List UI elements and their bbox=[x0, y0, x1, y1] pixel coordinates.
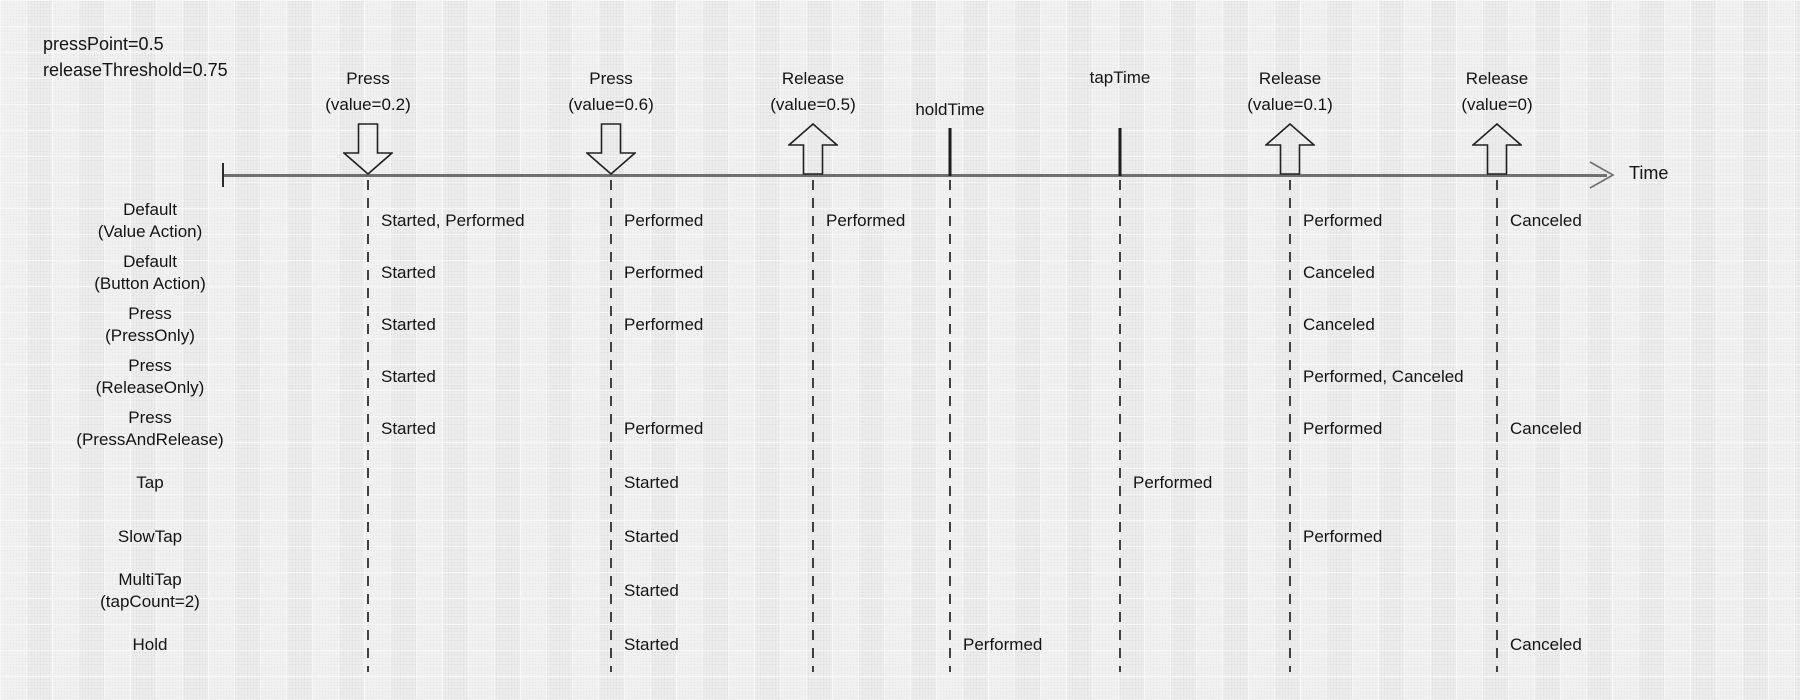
column-label-line: tapTime bbox=[1089, 68, 1151, 87]
row-label-line: MultiTap bbox=[118, 570, 182, 589]
event-press-press-and-release-press-value-0-6: Performed bbox=[624, 419, 704, 438]
down-arrow-icon bbox=[341, 123, 395, 180]
row-label-default-button-action: Default (Button Action) bbox=[30, 251, 270, 295]
column-label-line: Release bbox=[1258, 69, 1322, 88]
event-press-press-and-release-release-value-0-1: Performed bbox=[1303, 419, 1383, 438]
row-label-default-value-action: Default (Value Action) bbox=[30, 199, 270, 243]
event-hold-press-value-0-6: Started bbox=[624, 635, 679, 654]
row-label-line: (Button Action) bbox=[94, 274, 206, 293]
event-slow-tap-press-value-0-6: Started bbox=[624, 527, 679, 546]
event-press-press-and-release-release-value-0: Canceled bbox=[1510, 419, 1582, 438]
press-point-text: pressPoint=0.5 bbox=[43, 34, 164, 54]
event-default-button-action-release-value-0-1: Canceled bbox=[1303, 263, 1375, 282]
column-label-hold-time: holdTime bbox=[915, 97, 984, 123]
event-press-press-only-press-value-0-2: Started bbox=[381, 315, 436, 334]
up-arrow-icon bbox=[1470, 122, 1524, 180]
row-label-line: Tap bbox=[136, 473, 164, 492]
event-tap-press-value-0-6: Started bbox=[624, 473, 679, 492]
event-tap-tap-time: Performed bbox=[1133, 473, 1213, 492]
column-label-line: Press bbox=[589, 69, 633, 88]
column-label-release-value-0: Release (value=0) bbox=[1461, 66, 1532, 118]
column-label-line: holdTime bbox=[915, 100, 985, 119]
column-label-release-value-0-1: Release (value=0.1) bbox=[1247, 66, 1333, 118]
row-label-hold: Hold bbox=[30, 634, 270, 656]
row-label-line: (Value Action) bbox=[97, 222, 203, 241]
release-threshold-text: releaseThreshold=0.75 bbox=[43, 60, 228, 80]
event-default-value-action-release-value-0-1: Performed bbox=[1303, 211, 1383, 230]
event-default-value-action-press-value-0-2: Started, Performed bbox=[381, 211, 525, 230]
row-label-slow-tap: SlowTap bbox=[30, 526, 270, 548]
dashed-guide-release-value-0-1 bbox=[1289, 180, 1291, 672]
row-label-multi-tap: MultiTap (tapCount=2) bbox=[30, 569, 270, 613]
column-label-line: (value=0) bbox=[1461, 95, 1533, 114]
row-label-press-release-only: Press (ReleaseOnly) bbox=[30, 355, 270, 399]
column-label-line: Press bbox=[346, 69, 390, 88]
time-axis-arrowhead-icon bbox=[1589, 161, 1615, 189]
time-axis bbox=[223, 174, 1607, 177]
dashed-guide-press-value-0-2 bbox=[367, 180, 369, 672]
row-label-line: Press bbox=[128, 356, 172, 375]
row-label-line: Default bbox=[123, 200, 177, 219]
event-hold-hold-time: Performed bbox=[963, 635, 1043, 654]
row-label-press-press-and-release: Press (PressAndRelease) bbox=[30, 407, 270, 451]
event-slow-tap-release-value-0-1: Performed bbox=[1303, 527, 1383, 546]
event-default-button-action-press-value-0-2: Started bbox=[381, 263, 436, 282]
column-label-press-value-0-6: Press (value=0.6) bbox=[568, 66, 654, 118]
row-label-line: (ReleaseOnly) bbox=[95, 378, 205, 397]
event-press-press-only-press-value-0-6: Performed bbox=[624, 315, 704, 334]
column-label-line: Release bbox=[781, 69, 845, 88]
column-label-line: Release bbox=[1465, 69, 1529, 88]
event-press-release-only-press-value-0-2: Started bbox=[381, 367, 436, 386]
event-default-button-action-press-value-0-6: Performed bbox=[624, 263, 704, 282]
event-default-value-action-release-value-0: Canceled bbox=[1510, 211, 1582, 230]
event-hold-release-value-0: Canceled bbox=[1510, 635, 1582, 654]
row-label-line: SlowTap bbox=[117, 527, 183, 546]
row-label-line: (tapCount=2) bbox=[100, 592, 200, 611]
event-default-value-action-release-value-0-5: Performed bbox=[826, 211, 906, 230]
row-label-line: (PressAndRelease) bbox=[76, 430, 224, 449]
column-label-line: (value=0.2) bbox=[325, 95, 411, 114]
event-press-press-only-release-value-0-1: Canceled bbox=[1303, 315, 1375, 334]
dashed-guide-release-value-0-5 bbox=[812, 180, 814, 672]
dashed-guide-press-value-0-6 bbox=[610, 180, 612, 672]
row-label-line: (PressOnly) bbox=[105, 326, 195, 345]
column-label-release-value-0-5: Release (value=0.5) bbox=[770, 66, 856, 118]
dashed-guide-release-value-0 bbox=[1496, 180, 1498, 672]
event-press-press-and-release-press-value-0-2: Started bbox=[381, 419, 436, 438]
dashed-guide-hold-time bbox=[949, 180, 951, 672]
up-arrow-icon bbox=[786, 122, 840, 180]
time-tick-tap-time bbox=[1118, 128, 1122, 176]
dashed-guide-tap-time bbox=[1119, 180, 1121, 672]
column-label-line: (value=0.1) bbox=[1247, 95, 1333, 114]
event-press-release-only-release-value-0-1: Performed, Canceled bbox=[1303, 367, 1464, 386]
row-label-line: Press bbox=[128, 408, 172, 427]
parameters-annotation: pressPoint=0.5 releaseThreshold=0.75 bbox=[43, 31, 228, 83]
row-label-line: Hold bbox=[132, 635, 168, 654]
up-arrow-icon bbox=[1263, 122, 1317, 180]
event-multi-tap-press-value-0-6: Started bbox=[624, 581, 679, 600]
row-label-press-press-only: Press (PressOnly) bbox=[30, 303, 270, 347]
time-axis-label: Time bbox=[1629, 163, 1669, 183]
column-label-line: (value=0.5) bbox=[770, 95, 856, 114]
column-label-press-value-0-2: Press (value=0.2) bbox=[325, 66, 411, 118]
row-label-line: Press bbox=[128, 304, 172, 323]
row-label-tap: Tap bbox=[30, 472, 270, 494]
column-label-line: (value=0.6) bbox=[568, 95, 654, 114]
event-default-value-action-press-value-0-6: Performed bbox=[624, 211, 704, 230]
down-arrow-icon bbox=[584, 123, 638, 180]
axis-start-tick bbox=[222, 163, 224, 187]
time-tick-hold-time bbox=[948, 128, 952, 176]
row-label-line: Default bbox=[123, 252, 177, 271]
column-label-tap-time: tapTime bbox=[1090, 65, 1151, 91]
